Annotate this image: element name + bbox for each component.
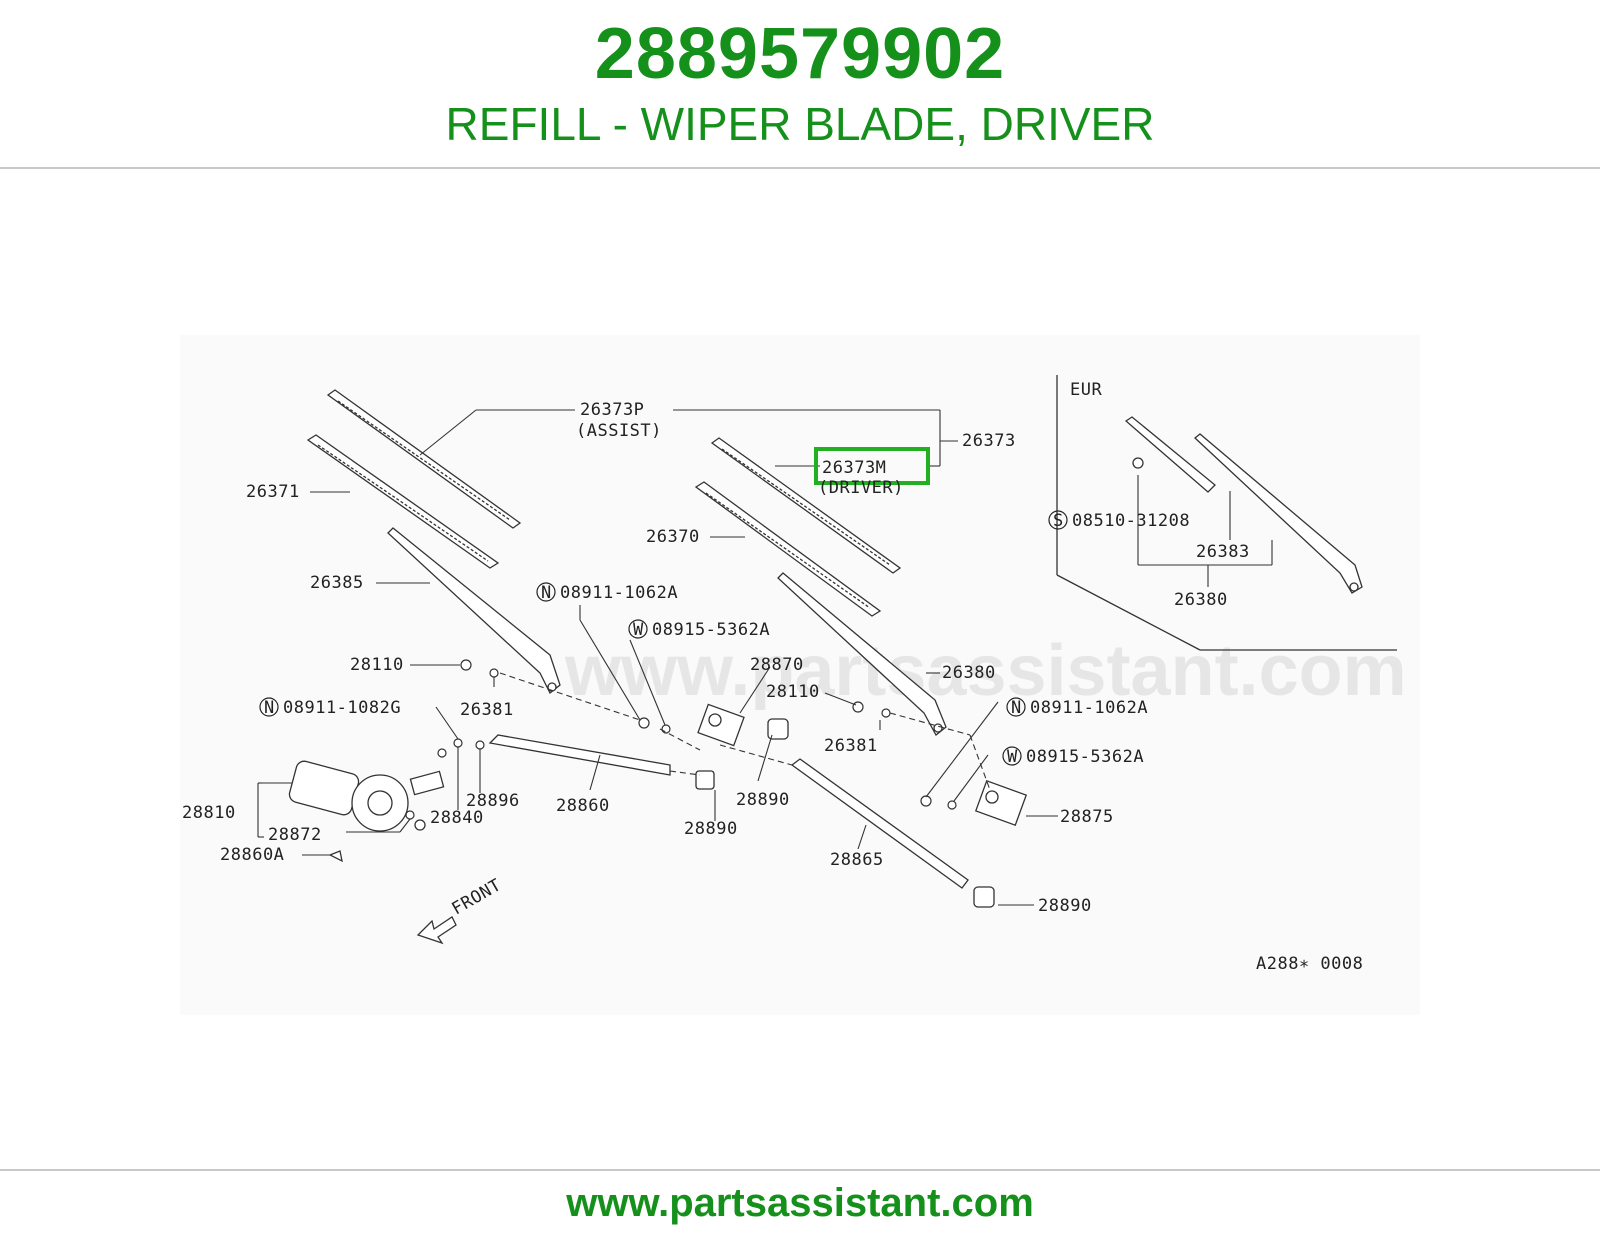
parts-diagram: www.partsassistant.com EUR bbox=[180, 335, 1420, 1015]
part-number-title: 2889579902 bbox=[594, 14, 1006, 94]
label-28890-a: 28890 bbox=[684, 819, 738, 839]
diagram-reference-code: A288∗ 0008 bbox=[1256, 954, 1363, 974]
fasteners bbox=[405, 659, 957, 820]
label-28860: 28860 bbox=[556, 796, 610, 816]
bushing-28890-a bbox=[695, 770, 715, 790]
label-assist: (ASSIST) bbox=[576, 421, 662, 441]
driver-wiper-arm bbox=[777, 572, 947, 736]
linkage-rod-28860 bbox=[488, 734, 671, 776]
assist-blade-refill bbox=[326, 389, 522, 529]
assist-wiper-blade bbox=[306, 434, 500, 569]
label-26371: 26371 bbox=[246, 482, 300, 502]
label-S-08510-31208: S 08510-31208 bbox=[1048, 510, 1190, 531]
pivot-28875 bbox=[974, 779, 1028, 827]
part-name-subtitle: REFILL - WIPER BLADE, DRIVER bbox=[445, 98, 1155, 150]
svg-text:S: S bbox=[1053, 511, 1064, 531]
region-label-eur: EUR bbox=[1070, 380, 1102, 400]
svg-text:W: W bbox=[1007, 747, 1018, 767]
linkage-rod-28865 bbox=[790, 758, 969, 889]
label-26373M: 26373M bbox=[822, 458, 886, 478]
label-28870: 28870 bbox=[750, 655, 804, 675]
label-28840: 28840 bbox=[430, 808, 484, 828]
label-26370: 26370 bbox=[646, 527, 700, 547]
label-driver: (DRIVER) bbox=[818, 478, 904, 498]
assist-wiper-arm bbox=[387, 527, 561, 695]
label-28890-b: 28890 bbox=[736, 790, 790, 810]
label-26380-eur: 26380 bbox=[1174, 590, 1228, 610]
wiper-motor bbox=[288, 760, 445, 863]
label-26383: 26383 bbox=[1196, 542, 1250, 562]
label-28810: 28810 bbox=[182, 803, 236, 823]
label-26380-mid: 26380 bbox=[942, 663, 996, 683]
svg-text:W: W bbox=[633, 620, 644, 640]
label-28110-left: 28110 bbox=[350, 655, 404, 675]
svg-text:08915-5362A: 08915-5362A bbox=[652, 620, 770, 640]
label-28110-mid: 28110 bbox=[766, 682, 820, 702]
header-divider bbox=[0, 167, 1600, 169]
label-28872: 28872 bbox=[268, 825, 322, 845]
front-arrow-icon bbox=[416, 916, 457, 945]
watermark-text: www.partsassistant.com bbox=[564, 631, 1407, 711]
driver-wiper-blade bbox=[694, 481, 882, 617]
svg-text:08911-1062A: 08911-1062A bbox=[1030, 698, 1148, 718]
pivot-28870 bbox=[697, 703, 745, 747]
footer-divider bbox=[0, 1169, 1600, 1171]
label-26373: 26373 bbox=[962, 431, 1016, 451]
bushing-28890-c bbox=[973, 886, 995, 908]
label-28890-c: 28890 bbox=[1038, 896, 1092, 916]
footer-site-link[interactable]: www.partsassistant.com bbox=[566, 1181, 1034, 1225]
svg-text:08911-1082G: 08911-1082G bbox=[283, 698, 401, 718]
label-26381-mid: 26381 bbox=[824, 736, 878, 756]
svg-text:N: N bbox=[1011, 698, 1022, 718]
label-W-08915-5362A-right: W 08915-5362A bbox=[1002, 746, 1144, 767]
parts-diagram-svg: www.partsassistant.com EUR bbox=[180, 335, 1420, 1015]
driver-blade-refill bbox=[710, 437, 902, 574]
highlight-box-26373M bbox=[814, 447, 930, 485]
assembly-guide-lines bbox=[499, 672, 991, 791]
label-28860A: 28860A bbox=[220, 845, 284, 865]
svg-text:08915-5362A: 08915-5362A bbox=[1026, 747, 1144, 767]
label-N-08911-1062A-top: N 08911-1062A bbox=[536, 582, 678, 603]
label-26373P: 26373P bbox=[580, 400, 644, 420]
label-N-08911-1082G: N 08911-1082G bbox=[259, 697, 401, 718]
label-26381-left: 26381 bbox=[460, 700, 514, 720]
label-W-08915-5362A-top: W 08915-5362A bbox=[628, 619, 770, 640]
label-28875: 28875 bbox=[1060, 807, 1114, 827]
bushing-28890-b bbox=[767, 718, 789, 740]
label-N-08911-1062A-right: N 08911-1062A bbox=[1006, 697, 1148, 718]
label-28865: 28865 bbox=[830, 850, 884, 870]
eur-wiper-arm bbox=[1124, 416, 1363, 594]
label-26385: 26385 bbox=[310, 573, 364, 593]
page-header: 2889579902 REFILL - WIPER BLADE, DRIVER bbox=[0, 0, 1600, 168]
svg-text:08510-31208: 08510-31208 bbox=[1072, 511, 1190, 531]
svg-text:N: N bbox=[264, 698, 275, 718]
svg-text:N: N bbox=[541, 583, 552, 603]
label-28896: 28896 bbox=[466, 791, 520, 811]
eur-section-border bbox=[1056, 375, 1397, 651]
leader-lines bbox=[257, 409, 1273, 906]
svg-text:08911-1062A: 08911-1062A bbox=[560, 583, 678, 603]
